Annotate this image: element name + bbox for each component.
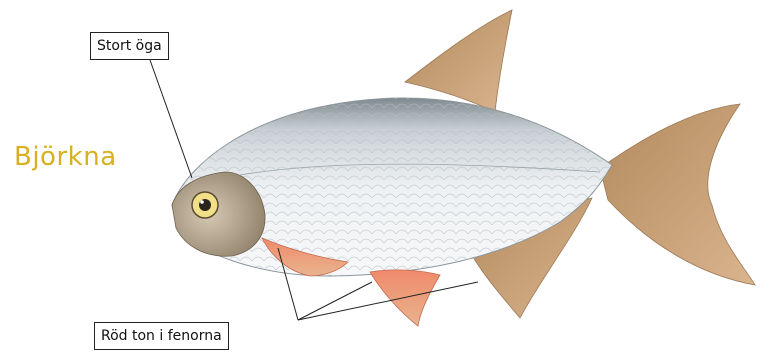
fin-leader-line-pelvic: [298, 282, 372, 320]
tail-fin: [600, 104, 755, 285]
label-red-fins: Röd ton i fenorna: [94, 322, 229, 350]
pelvic-fin: [370, 270, 440, 326]
eye-leader-line: [150, 60, 192, 178]
species-title: Björkna: [14, 142, 117, 172]
label-large-eye: Stort öga: [90, 32, 169, 60]
dorsal-fin: [405, 10, 512, 112]
